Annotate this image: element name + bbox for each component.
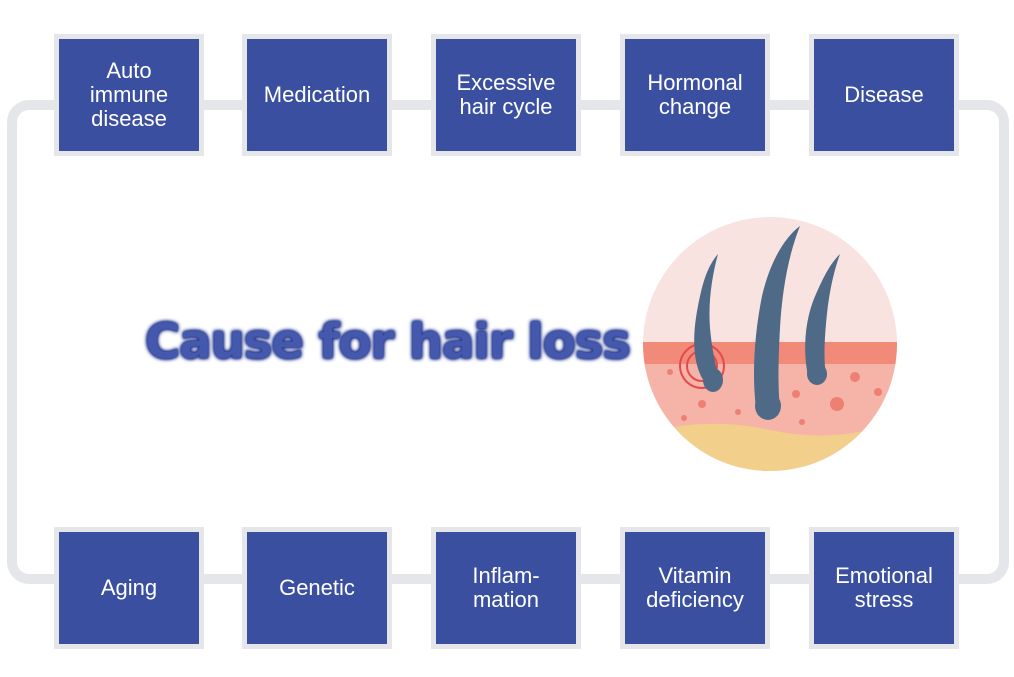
cause-box-disease: Disease	[809, 34, 959, 156]
hair-strands	[694, 226, 840, 420]
cause-box-excessive-hair-cycle: Excessive hair cycle	[431, 34, 581, 156]
diagram-title: Cause for hair loss	[144, 313, 633, 372]
cause-box-emotional-stress: Emotional stress	[809, 527, 959, 649]
cause-box-inflammation: Inflam- mation	[431, 527, 581, 649]
cause-box-vitamin-deficiency: Vitamin deficiency	[620, 527, 770, 649]
cause-box-hormonal-change: Hormonal change	[620, 34, 770, 156]
scalp-cross-section-icon	[643, 217, 897, 471]
cause-box-genetic: Genetic	[242, 527, 392, 649]
skin-dots	[667, 369, 882, 425]
cause-box-medication: Medication	[242, 34, 392, 156]
cause-box-auto-immune-disease: Auto immune disease	[54, 34, 204, 156]
cause-box-aging: Aging	[54, 527, 204, 649]
